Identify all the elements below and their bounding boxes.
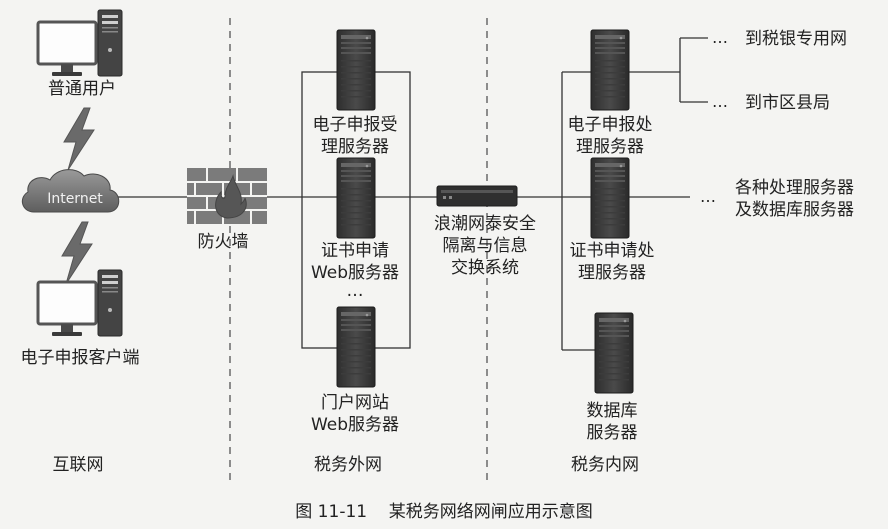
server-icon	[336, 29, 376, 111]
server-icon	[594, 312, 634, 394]
portal-web-server-label-2: Web服务器	[311, 415, 399, 435]
client-pc-label: 电子申报客户端	[21, 348, 140, 368]
declare-accept-server-label-2: 理服务器	[321, 137, 389, 157]
declare-process-server-label-2: 理服务器	[576, 137, 644, 157]
gateway-label-3: 交换系统	[451, 258, 519, 278]
declare-accept-server-label-1: 电子申报受	[313, 115, 398, 135]
server-icon	[336, 306, 376, 388]
gateway-device-icon	[436, 185, 518, 207]
others-label-2: 及数据库服务器	[735, 200, 854, 220]
cert-web-server-label-1: 证书申请	[321, 241, 389, 261]
cert-web-server-label-2: Web服务器	[311, 263, 399, 283]
lightning-icon	[61, 221, 93, 285]
desktop-pc-icon	[36, 8, 124, 78]
zone-label-internal: 税务内网	[571, 455, 639, 475]
county-dots: …	[712, 92, 728, 111]
server-icon	[590, 157, 630, 239]
zone-label-internet: 互联网	[53, 455, 104, 475]
cert-process-server-label-1: 证书申请处	[570, 241, 655, 261]
internet-cloud-label: Internet	[47, 191, 103, 207]
more-servers-ellipsis: …	[347, 281, 364, 301]
gateway-label-1: 浪潮网泰安全	[434, 214, 536, 234]
bank-net-dots: …	[712, 28, 728, 47]
zone-label-external: 税务外网	[314, 455, 382, 475]
user-pc-label: 普通用户	[48, 79, 116, 99]
others-label-1: 各种处理服务器	[735, 178, 854, 198]
database-server-label-2: 服务器	[587, 423, 638, 443]
gateway-label-2: 隔离与信息	[443, 236, 528, 256]
cloud-icon	[21, 169, 120, 213]
server-icon	[336, 157, 376, 239]
firewall-icon	[187, 168, 267, 224]
database-server-label-1: 数据库	[587, 401, 638, 421]
desktop-pc-icon	[36, 268, 124, 338]
county-label: 到市区县局	[745, 93, 830, 113]
server-icon	[590, 29, 630, 111]
portal-web-server-label-1: 门户网站	[321, 393, 389, 413]
cert-process-server-label-2: 理服务器	[578, 263, 646, 283]
declare-process-server-label-1: 电子申报处	[568, 115, 653, 135]
lightning-icon	[63, 107, 95, 171]
bank-net-label: 到税银专用网	[745, 29, 847, 49]
others-dots: …	[700, 187, 716, 206]
figure-caption: 图 11-11 某税务网络网闸应用示意图	[295, 502, 592, 522]
firewall-label: 防火墙	[198, 232, 249, 252]
